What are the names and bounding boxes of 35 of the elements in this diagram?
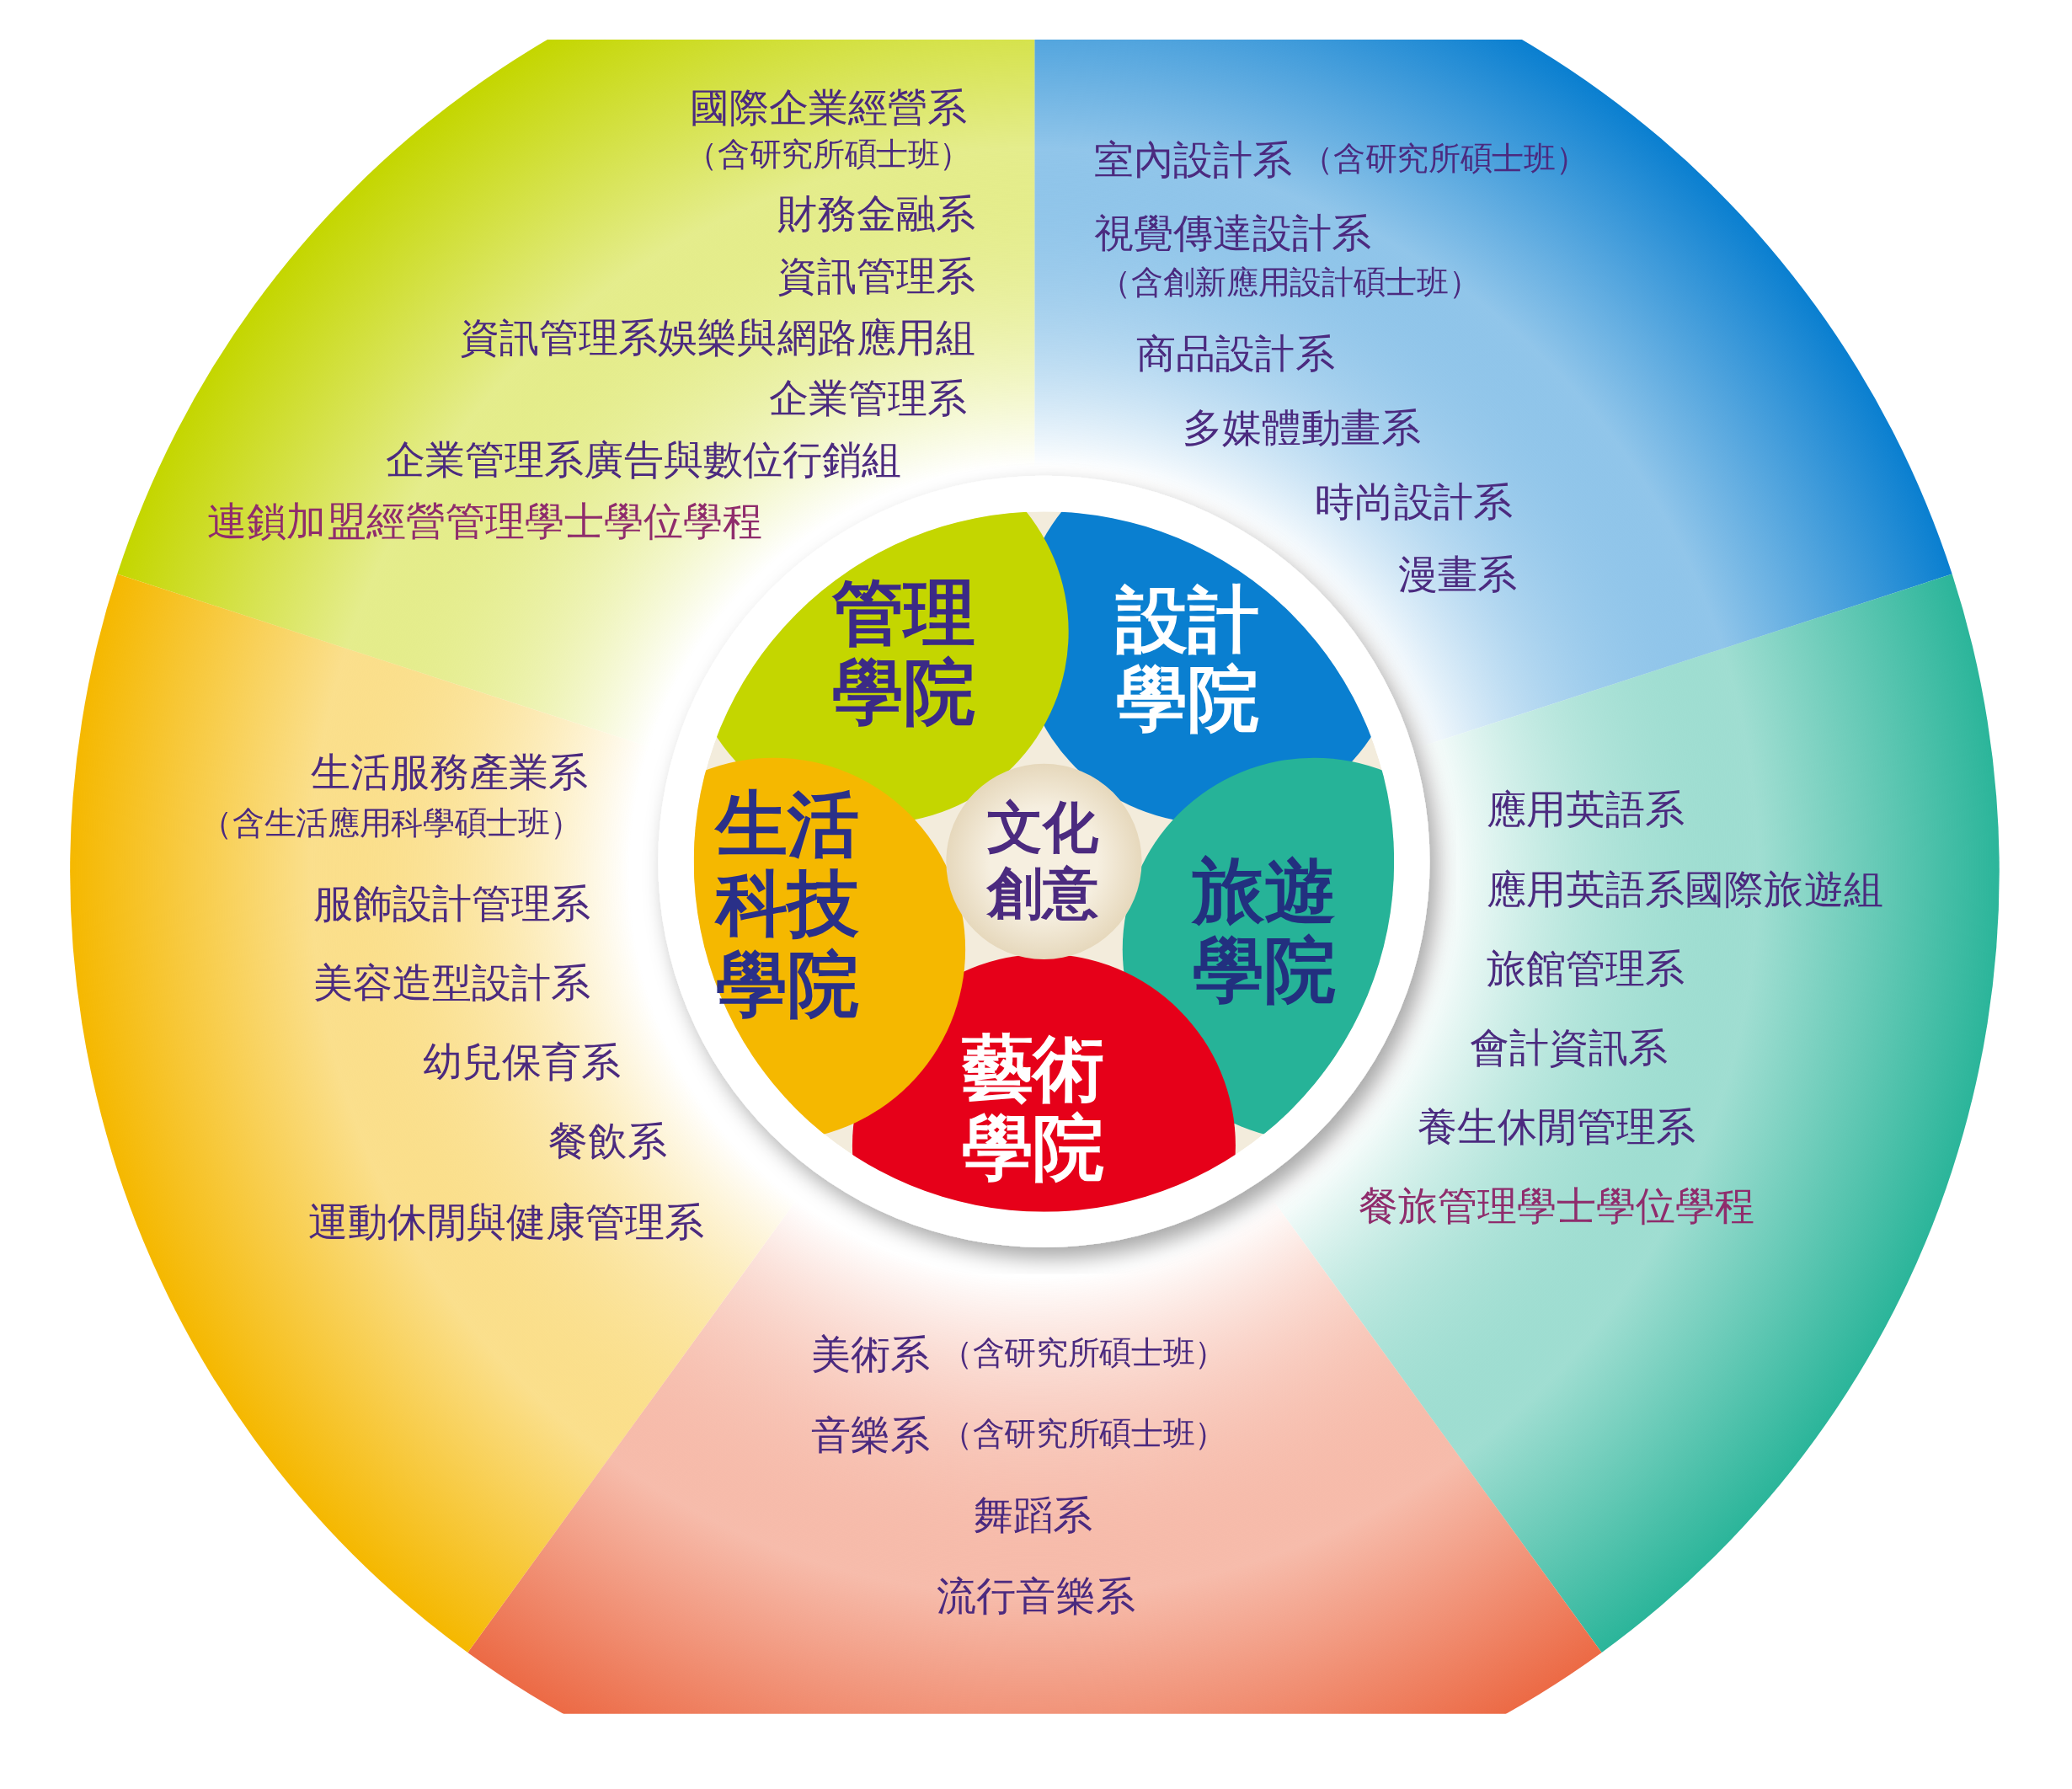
department-name: 餐旅管理學士學位學程 [1358, 1183, 1755, 1230]
department-name: 幼兒保育系 [423, 1039, 622, 1086]
department-name: 旅館管理系 [1487, 945, 1685, 992]
department-name: 美容造型設計系 [312, 960, 591, 1007]
department-name: 企業管理系 [769, 376, 968, 422]
department-name: （含研究所碩士班） [1301, 142, 1588, 179]
department-name: 資訊管理系 [777, 253, 975, 299]
department-name: （含創新應用設計碩士班） [1099, 265, 1481, 302]
department-name: 養生休閒管理系 [1418, 1104, 1696, 1151]
department-name: （含研究所碩士班） [941, 1417, 1226, 1454]
department-name: 應用英語系 [1487, 787, 1685, 833]
department-name: 視覺傳達設計系 [1094, 211, 1372, 257]
department-name: 國際企業經營系 [689, 85, 968, 131]
department-name: 運動休閒與健康管理系 [307, 1199, 705, 1246]
department-name: 會計資訊系 [1469, 1025, 1668, 1071]
department-name: 舞蹈系 [974, 1493, 1093, 1539]
department-name: 流行音樂系 [937, 1573, 1135, 1620]
department-name: （含生活應用科學碩士班） [200, 806, 582, 843]
department-name: 時尚設計系 [1315, 479, 1514, 526]
department-name: 連鎖加盟經營管理學士學位學程 [207, 499, 763, 545]
department-name: 美術系 [811, 1332, 931, 1378]
department-name: 室內設計系 [1094, 136, 1293, 183]
department-name: （含研究所碩士班） [941, 1336, 1226, 1373]
department-name: 商品設計系 [1136, 331, 1335, 377]
department-name: 財務金融系 [777, 191, 975, 238]
department-name: 餐飲系 [548, 1119, 668, 1165]
department-name: 音樂系 [811, 1412, 931, 1458]
department-name: 資訊管理系娛樂與網路應用組 [460, 315, 975, 361]
department-name: 多媒體動畫系 [1183, 405, 1421, 451]
department-name: （含研究所碩士班） [686, 137, 972, 174]
department-name: 漫畫系 [1397, 552, 1518, 598]
department-name: 應用英語系國際旅遊組 [1487, 866, 1883, 912]
department-name: 生活服務產業系 [310, 750, 589, 796]
department-name: 企業管理系廣告與數位行銷組 [386, 436, 901, 483]
department-name: 服飾設計管理系 [312, 881, 591, 927]
